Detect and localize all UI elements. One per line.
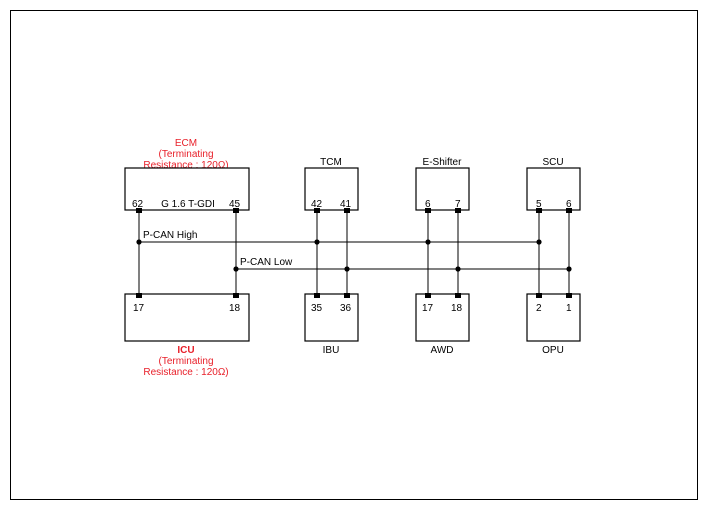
icu-module: 17 18 ICU (Terminating Resistance : 120Ω… [124,293,250,378]
icu-title: ICU [177,345,194,356]
connector-pin [233,293,239,298]
diagram-frame [10,10,698,500]
ibu-module: 35 36 IBU [304,293,359,356]
tcm-module: TCM 42 41 [304,157,359,213]
connector-pin [344,293,350,298]
icu-pin-right: 18 [229,303,241,314]
scu-pin-left: 5 [536,199,542,210]
scu-module: SCU 5 6 [526,157,581,213]
icu-note-line2: Resistance : 120Ω) [143,367,228,378]
wires [136,208,572,296]
icu-box [124,293,250,342]
connector-pin [314,208,320,213]
icu-pin-left: 17 [133,303,145,314]
ibu-box [304,293,359,342]
junction-dot [136,239,142,245]
p-can-low-label: P-CAN Low [240,257,293,268]
ecm-title: ECM [175,138,197,149]
tcm-title: TCM [320,157,342,168]
awd-pin-left: 17 [422,303,434,314]
opu-pin-right: 1 [566,303,572,314]
opu-module: 2 1 OPU [526,293,581,356]
connector-pin [536,293,542,298]
connector-pin [136,293,142,298]
tcm-pin-left: 42 [311,199,323,210]
connector-pin [314,293,320,298]
connector-pin [536,208,542,213]
ibu-title: IBU [323,345,340,356]
connector-pin [425,293,431,298]
scu-pin-right: 6 [566,199,572,210]
ecm-center-label: G 1.6 T-GDI [161,199,215,210]
ecm-note-line2: Resistance : 120Ω) [143,160,228,171]
junction-dot [566,266,572,272]
connector-pin [344,208,350,213]
opu-box [526,293,581,342]
opu-title: OPU [542,345,564,356]
awd-box [415,293,470,342]
junction-dot [344,266,350,272]
icu-note-line1: (Terminating [158,356,213,367]
eshifter-module: E-Shifter 6 7 [415,157,470,213]
connector-pin [233,208,239,213]
ecm-module: ECM (Terminating Resistance : 120Ω) 62 G… [124,138,250,213]
connector-pin [455,208,461,213]
junction-dot [314,239,320,245]
junction-dot [233,266,239,272]
awd-title: AWD [431,345,454,356]
tcm-box [304,167,359,211]
awd-pin-right: 18 [451,303,463,314]
eshifter-pin-left: 6 [425,199,431,210]
connector-pin [455,293,461,298]
connector-pin [136,208,142,213]
eshifter-pin-right: 7 [455,199,461,210]
scu-title: SCU [542,157,563,168]
ecm-box [124,167,250,211]
connector-pin [566,293,572,298]
ibu-pin-left: 35 [311,303,323,314]
awd-module: 17 18 AWD [415,293,470,356]
connector-pin [566,208,572,213]
junction-dot [425,239,431,245]
ibu-pin-right: 36 [340,303,352,314]
tcm-pin-right: 41 [340,199,352,210]
junction-dot [536,239,542,245]
ecm-pin-left: 62 [132,199,144,210]
opu-pin-left: 2 [536,303,542,314]
ecm-pin-right: 45 [229,199,241,210]
eshifter-title: E-Shifter [423,157,463,168]
junction-dot [455,266,461,272]
eshifter-box [415,167,470,211]
scu-box [526,167,581,211]
p-can-high-label: P-CAN High [143,230,197,241]
connector-pin [425,208,431,213]
ecm-note-line1: (Terminating [158,149,213,160]
